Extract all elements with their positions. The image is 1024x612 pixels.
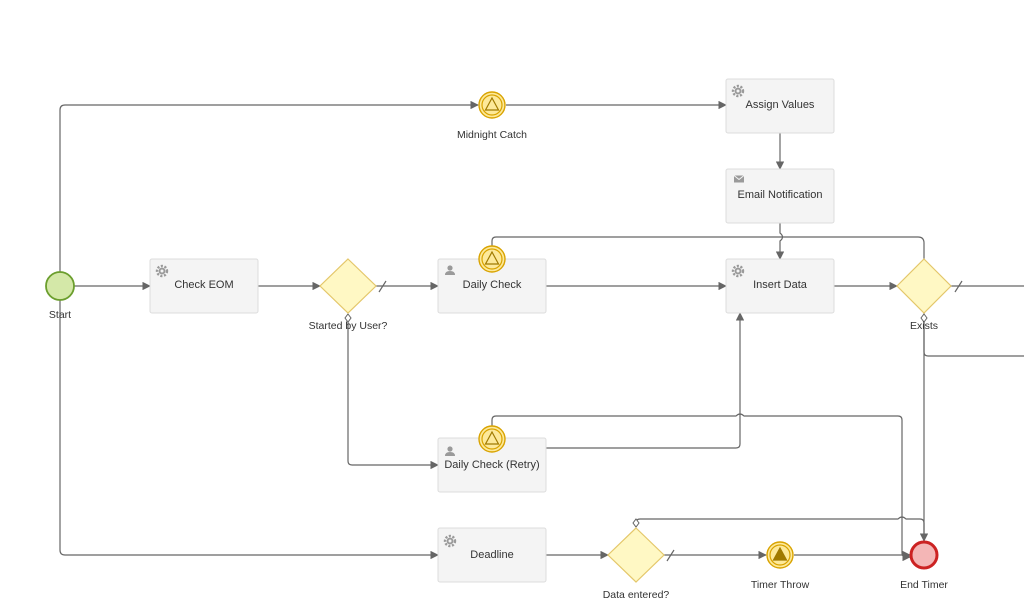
flow-started-by-user-to-daily-check-retry[interactable] — [347, 322, 439, 470]
flow-data-entered-to-end-timer[interactable] — [635, 516, 925, 541]
boundary-signal-event-daily-check-retry[interactable] — [478, 425, 506, 453]
gateway-label: Exists — [910, 320, 938, 332]
task-assign-values[interactable]: Assign Values — [725, 78, 835, 134]
gear-icon — [731, 84, 745, 98]
flow-daily-check-retry-to-insert-data[interactable] — [546, 312, 745, 449]
task-insert-data[interactable]: Insert Data — [725, 258, 835, 314]
gateway-label: Started by User? — [309, 320, 388, 332]
default-flow-slash — [378, 280, 387, 293]
signal-triangle-icon — [484, 430, 500, 445]
gateway-label: Data entered? — [603, 589, 670, 601]
gateway-data-entered[interactable]: Data entered? — [603, 527, 670, 601]
intermediate-throw-event-timer[interactable]: Timer Throw — [751, 541, 810, 591]
user-icon — [445, 446, 455, 456]
flow-start-to-deadline[interactable] — [59, 300, 439, 560]
flow-exists-to-offscreen-lower-right[interactable] — [923, 322, 1024, 357]
gear-icon — [731, 264, 745, 278]
task-label: Assign Values — [746, 99, 815, 111]
default-flow-slash — [666, 549, 675, 562]
start-event[interactable]: Start — [45, 271, 75, 321]
user-icon — [445, 265, 455, 275]
flow-start-to-midnight-catch[interactable] — [59, 100, 479, 272]
gear-icon — [155, 264, 169, 278]
flow-daily-check-boundary-to-end-timer[interactable] — [491, 236, 929, 542]
task-label: Insert Data — [753, 279, 808, 291]
default-flow-slash — [954, 280, 963, 293]
task-label: Daily Check — [463, 279, 522, 291]
event-label: Timer Throw — [751, 579, 810, 591]
gateway-started-by-user[interactable]: Started by User? — [309, 258, 388, 332]
task-deadline[interactable]: Deadline — [437, 527, 547, 583]
flow-daily-check-retry-boundary-to-end-timer[interactable] — [491, 413, 911, 562]
conditional-flow-diamond — [632, 518, 640, 528]
task-email-notification[interactable]: Email Notification — [725, 168, 835, 224]
signal-triangle-icon — [484, 96, 500, 111]
task-label: Daily Check (Retry) — [444, 459, 539, 471]
gear-icon — [443, 534, 457, 548]
gateway-exists[interactable]: Exists — [896, 258, 952, 332]
task-label: Email Notification — [738, 189, 823, 201]
intermediate-catch-event-midnight[interactable]: Midnight Catch — [457, 91, 527, 141]
signal-triangle-icon — [772, 546, 788, 561]
flow-email-notification-to-insert-data[interactable] — [775, 223, 785, 260]
sequence-flows — [59, 100, 1024, 562]
boundary-signal-event-daily-check[interactable] — [478, 245, 506, 273]
conditional-flow-diamond — [920, 313, 928, 323]
task-label: Deadline — [470, 549, 513, 561]
task-daily-check-retry[interactable]: Daily Check (Retry) — [437, 437, 547, 493]
conditional-flow-diamond — [344, 313, 352, 323]
end-event-timer[interactable]: End Timer — [900, 540, 948, 591]
signal-triangle-icon — [484, 250, 500, 265]
event-label: Midnight Catch — [457, 129, 527, 141]
event-label: Start — [49, 309, 71, 321]
task-check-eom[interactable]: Check EOM — [149, 258, 259, 314]
event-label: End Timer — [900, 579, 948, 591]
envelope-icon — [733, 175, 745, 183]
task-label: Check EOM — [174, 279, 233, 291]
